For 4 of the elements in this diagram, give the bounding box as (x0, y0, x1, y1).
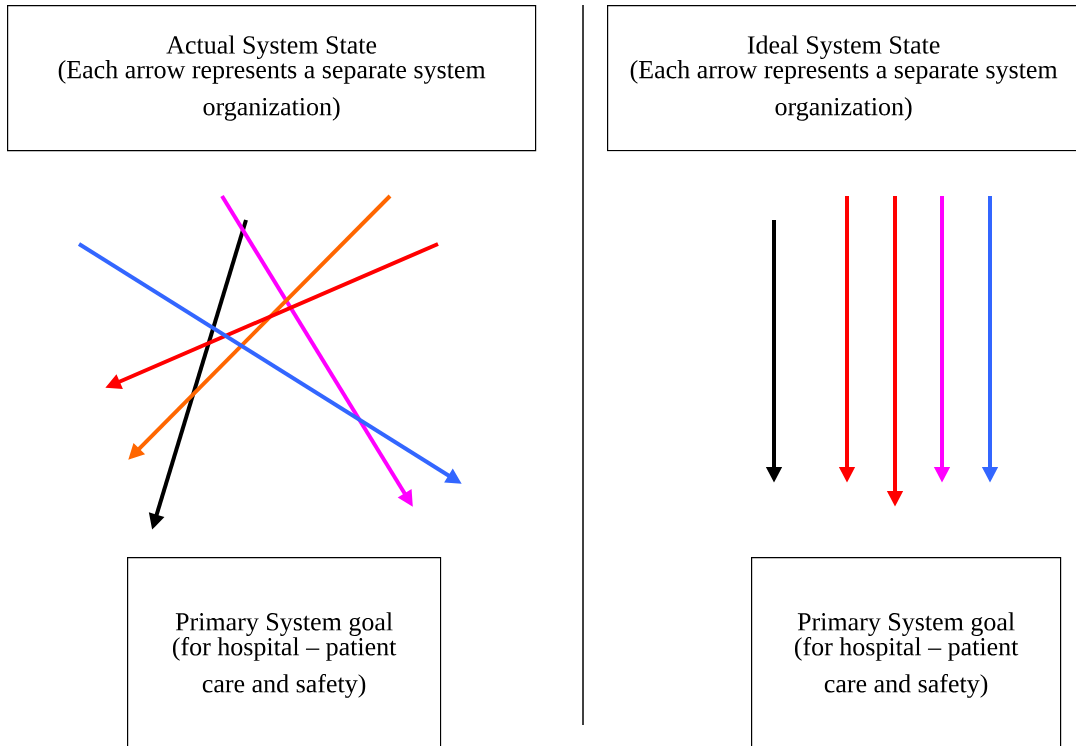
text-box: Primary System goal (for hospital – patient care and safety) (751, 557, 1062, 746)
text-box: Primary System goal (for hospital – patient care and safety) (127, 557, 442, 746)
text-box: Ideal System State (Each arrow represents a separate system organization) (607, 5, 1076, 152)
text-box: Actual System State (Each arrow represents a separate system organization) (7, 5, 537, 152)
